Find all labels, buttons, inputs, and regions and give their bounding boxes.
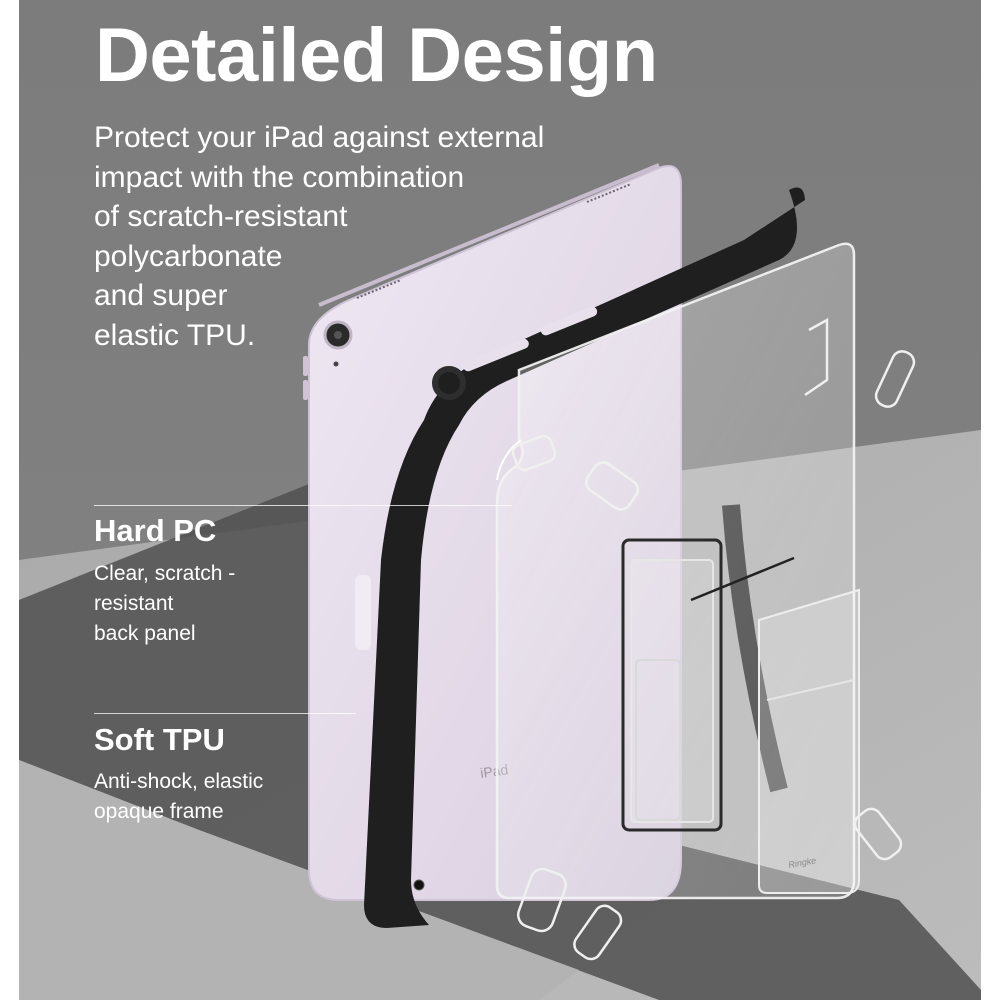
page-title: Detailed Design <box>95 13 658 98</box>
description-line: impact with the combination <box>94 160 465 194</box>
description-line: Protect your iPad against external <box>94 121 545 154</box>
callout-body-line: Clear, scratch - <box>94 562 236 585</box>
kickstand-outer <box>621 538 723 832</box>
description-line: polycarbonate <box>94 239 283 273</box>
tpu-frame <box>364 187 805 929</box>
callout-body-line: resistant <box>94 592 174 615</box>
description-line: elastic TPU. <box>94 318 256 352</box>
callout-body-hard-pc: Clear, scratch - resistant back panel <box>94 559 235 649</box>
callout-divider-hard-pc <box>94 505 512 506</box>
pc-back-panel <box>495 242 856 900</box>
description-line: and super <box>94 279 228 312</box>
callout-body-line: Anti-shock, elastic <box>94 770 264 793</box>
pencil-slot <box>355 575 371 650</box>
corner-bumpers <box>511 317 916 961</box>
product-banner: iPad Ringke Detailed D <box>19 0 981 1000</box>
callout-title-hard-pc: Hard PC <box>94 513 217 548</box>
callout-body-line: back panel <box>94 622 196 645</box>
callout-body-line: opaque frame <box>94 800 224 823</box>
brand-mark: Ringke <box>788 855 817 870</box>
callout-divider-soft-tpu <box>94 713 356 714</box>
stand-plate <box>758 588 860 894</box>
callout-title-soft-tpu: Soft TPU <box>94 722 225 757</box>
description-line: of scratch-resistant <box>94 200 348 233</box>
page-description: Protect your iPad against external impac… <box>94 118 614 355</box>
product-render: iPad Ringke <box>19 0 981 1000</box>
callout-body-soft-tpu: Anti-shock, elastic opaque frame <box>94 767 263 827</box>
